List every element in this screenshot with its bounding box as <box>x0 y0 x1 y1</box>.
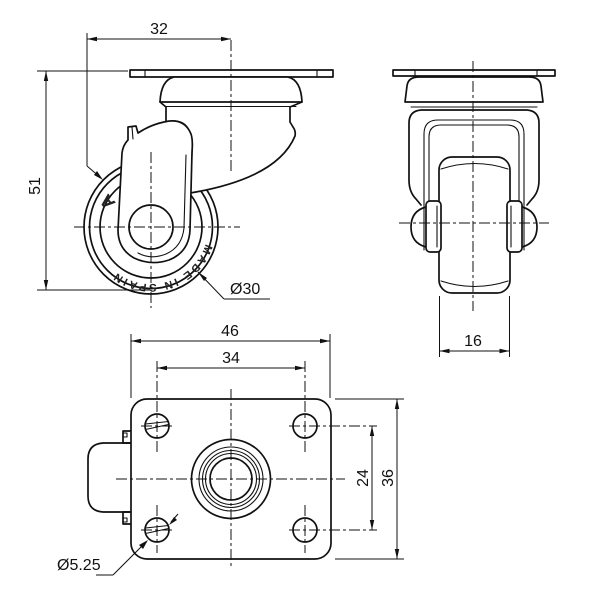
front-wheel <box>438 156 511 294</box>
dim46-label: 46 <box>221 323 239 340</box>
dim-swivel-offset-32: 32 <box>86 21 231 180</box>
front-hub-bump-left <box>410 206 427 248</box>
front-wheel-crown-bottom <box>440 280 509 287</box>
front-swivel-head <box>404 76 544 103</box>
dim36-arrow-bottom <box>394 549 400 559</box>
side-fork-tab-notch <box>131 126 134 140</box>
dim-hole-spacing-x-34: 34 <box>157 350 305 371</box>
dim32-wheel-pointer-arrow <box>94 171 103 180</box>
dim24-label: 24 <box>355 469 372 487</box>
dim16-arrow-right <box>499 348 510 354</box>
front-hub-cap-left <box>425 200 442 253</box>
front-fork-window-inner <box>428 124 520 251</box>
dia525-arrow <box>139 540 148 549</box>
dia525-counter-arrow <box>169 517 177 525</box>
dim51-arrow-bottom <box>43 280 49 290</box>
dim34-arrow-right <box>295 365 305 371</box>
dim32-label: 32 <box>150 21 168 38</box>
dim46-arrow-right <box>320 338 330 344</box>
dim24-arrow-bottom <box>369 520 375 530</box>
dim36-arrow-top <box>394 399 400 409</box>
dim24-arrow-top <box>369 426 375 436</box>
front-hub-bump-right <box>521 206 538 248</box>
dim32-arrow-right <box>221 36 231 42</box>
dim51-arrow-top <box>43 71 49 81</box>
dia30-label: Ø30 <box>230 281 260 298</box>
plate-view-fork-tab-bottom-notch <box>122 517 128 523</box>
dim36-label: 36 <box>380 469 397 487</box>
dia525-label: Ø5.25 <box>57 557 101 574</box>
dim-wheel-diameter-30: Ø30 <box>197 271 270 300</box>
bottom-view: 46 34 24 36 <box>57 323 404 576</box>
side-fork-fillet-line <box>137 154 187 258</box>
dia525-leader-diagonal <box>112 542 146 576</box>
dim-plate-length-46: 46 <box>130 323 331 398</box>
dim51-label: 51 <box>27 177 44 195</box>
dim-overall-height-51: 51 <box>27 70 150 291</box>
front-view: 16 <box>392 61 556 357</box>
front-hub-cap-right <box>506 200 523 253</box>
dim16-arrow-left <box>439 348 450 354</box>
front-fork-window-outer <box>423 119 525 251</box>
dim32-arrow-left <box>87 36 97 42</box>
dim-hole-diameter-525: Ø5.25 <box>57 513 179 576</box>
dim-hole-spacing-y-24: 24 <box>355 426 375 530</box>
side-view: MADE IN SPAIN A 32 <box>27 21 334 308</box>
front-wheel-crown-top <box>440 163 509 170</box>
plate-view-wheel <box>87 442 141 513</box>
dim-wheel-width-16: 16 <box>439 296 510 357</box>
dim46-arrow-left <box>131 338 141 344</box>
plate-view-fork-tab-top-notch <box>122 432 128 438</box>
dia30-arrow <box>198 272 207 281</box>
front-fork-outline <box>408 109 540 206</box>
dim-plate-width-36: 36 <box>335 398 404 560</box>
dim34-label: 34 <box>222 350 240 367</box>
dim16-label: 16 <box>464 333 482 350</box>
dim34-arrow-left <box>157 365 167 371</box>
front-plate <box>392 69 556 77</box>
